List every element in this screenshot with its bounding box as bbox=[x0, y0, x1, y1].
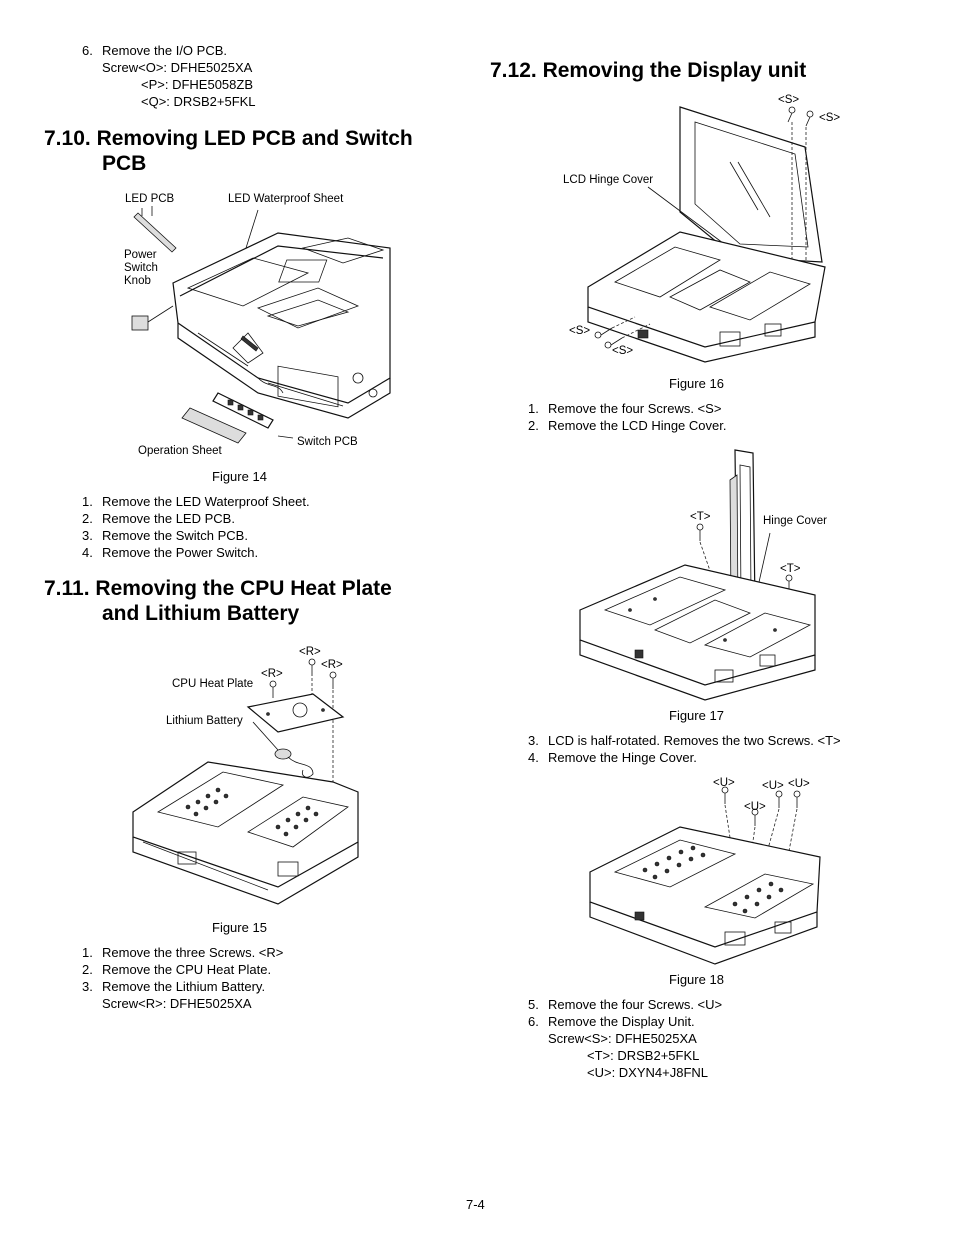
section-heading-7-10: 7.10. Removing LED PCB and Switch bbox=[44, 126, 413, 152]
figure-18-caption: Figure 18 bbox=[669, 972, 724, 987]
section-heading-7-10-line2: PCB bbox=[102, 151, 146, 177]
section-title: Removing the Display unit bbox=[542, 59, 807, 82]
label-power-switch-knob: Switch bbox=[124, 262, 158, 274]
label-screw-s: <S> bbox=[569, 325, 591, 337]
list-item: 1.Remove the four Screws. <S> bbox=[528, 401, 722, 416]
label-screw-r: <R> bbox=[321, 659, 343, 671]
label-lithium-battery: Lithium Battery bbox=[166, 715, 243, 727]
steps-7-11: 1.Remove the three Screws. <R> 2.Remove … bbox=[82, 944, 283, 995]
steps-fig-17: 3.LCD is half-rotated. Removes the two S… bbox=[528, 732, 841, 766]
list-item: 6.Remove the Display Unit. bbox=[528, 1014, 695, 1029]
steps-fig-16: 1.Remove the four Screws. <S> 2.Remove t… bbox=[528, 400, 726, 434]
label-screw-u: <U> bbox=[713, 777, 735, 789]
screw-line: <U>: DXYN4+J8FNL bbox=[587, 1065, 709, 1080]
figure-18-drawing bbox=[589, 786, 821, 965]
step-6-number: 6. bbox=[82, 43, 93, 58]
figure-14-drawing bbox=[131, 206, 391, 444]
label-switch-pcb: Switch PCB bbox=[297, 436, 358, 448]
label-screw-s: <S> bbox=[612, 345, 634, 357]
section-number: 7.12. bbox=[490, 59, 537, 82]
label-screw-r: <R> bbox=[261, 668, 283, 680]
screw-line: Screw<S>: DFHE5025XA bbox=[548, 1031, 697, 1046]
label-lcd-hinge-cover: LCD Hinge Cover bbox=[563, 174, 654, 186]
list-item: 3.Remove the Lithium Battery. bbox=[82, 979, 266, 994]
section-title-line1: Removing the CPU Heat Plate bbox=[95, 577, 392, 600]
figure-14: LED PCB LED Waterproof Sheet Power Switc… bbox=[118, 188, 398, 468]
section-heading-7-11: 7.11. Removing the CPU Heat Plate bbox=[44, 576, 392, 602]
figure-15: <R> <R> <R> CPU Heat Plate Lithium Batte… bbox=[128, 642, 368, 922]
figure-15-drawing bbox=[132, 658, 359, 905]
figure-16-caption: Figure 16 bbox=[669, 376, 724, 391]
figure-14-caption: Figure 14 bbox=[212, 469, 267, 484]
list-item: 1.Remove the LED Waterproof Sheet. bbox=[82, 494, 310, 509]
figure-15-caption: Figure 15 bbox=[212, 920, 267, 935]
label-power-switch-knob: Knob bbox=[124, 275, 151, 287]
screw-line: <P>: DFHE5058ZB bbox=[141, 77, 253, 92]
screw-line: Screw<R>: DFHE5025XA bbox=[102, 996, 252, 1011]
label-led-waterproof-sheet: LED Waterproof Sheet bbox=[228, 193, 344, 205]
figure-17-drawing bbox=[579, 449, 816, 701]
section-number: 7.10. bbox=[44, 127, 91, 150]
label-screw-u: <U> bbox=[788, 778, 810, 790]
label-hinge-cover: Hinge Cover bbox=[763, 515, 827, 527]
list-item: 4.Remove the Hinge Cover. bbox=[528, 750, 697, 765]
list-item: 2.Remove the LED PCB. bbox=[82, 511, 235, 526]
label-screw-t: <T> bbox=[690, 511, 711, 523]
steps-7-10: 1.Remove the LED Waterproof Sheet. 2.Rem… bbox=[82, 493, 310, 561]
figure-17: <T> Hinge Cover <T> bbox=[575, 445, 835, 705]
label-power-switch-knob: Power bbox=[124, 249, 157, 261]
section-title-line2: and Lithium Battery bbox=[102, 602, 300, 625]
list-item: 4.Remove the Power Switch. bbox=[82, 545, 259, 560]
figure-16: <S> <S> LCD Hinge Cover <S> <S> bbox=[560, 92, 850, 372]
label-screw-s: <S> bbox=[819, 112, 841, 124]
list-item: 3.LCD is half-rotated. Removes the two S… bbox=[528, 733, 841, 748]
figure-16-drawing bbox=[587, 106, 826, 363]
label-screw-s: <S> bbox=[778, 94, 800, 106]
label-screw-t: <T> bbox=[780, 563, 801, 575]
list-item: 3.Remove the Switch PCB. bbox=[82, 528, 248, 543]
figure-18: <U> <U> <U> <U> bbox=[585, 772, 825, 972]
section-heading-7-11-line2: and Lithium Battery bbox=[102, 601, 299, 627]
step-6-text: Remove the I/O PCB. bbox=[102, 43, 227, 58]
screw-line: Screw<O>: DFHE5025XA bbox=[102, 60, 253, 75]
label-screw-u: <U> bbox=[744, 801, 766, 813]
section-title-line1: Removing LED PCB and Switch bbox=[96, 127, 413, 150]
screw-line: <Q>: DRSB2+5FKL bbox=[141, 94, 256, 109]
label-cpu-heat-plate: CPU Heat Plate bbox=[172, 678, 254, 690]
label-operation-sheet: Operation Sheet bbox=[138, 445, 222, 457]
section-number: 7.11. bbox=[44, 577, 90, 600]
list-item: 5.Remove the four Screws. <U> bbox=[528, 997, 723, 1012]
list-item: 2.Remove the LCD Hinge Cover. bbox=[528, 418, 727, 433]
screw-line: <T>: DRSB2+5FKL bbox=[587, 1048, 700, 1063]
list-item: 1.Remove the three Screws. <R> bbox=[82, 945, 284, 960]
list-item: 2.Remove the CPU Heat Plate. bbox=[82, 962, 272, 977]
section-title-line2: PCB bbox=[102, 152, 147, 175]
label-screw-r: <R> bbox=[299, 646, 321, 658]
label-led-pcb: LED PCB bbox=[125, 193, 175, 205]
label-screw-u: <U> bbox=[762, 780, 784, 792]
page-number: 7-4 bbox=[466, 1197, 485, 1212]
section-heading-7-12: 7.12. Removing the Display unit bbox=[490, 58, 806, 84]
figure-17-caption: Figure 17 bbox=[669, 708, 724, 723]
steps-fig-18: 5.Remove the four Screws. <U> 6.Remove t… bbox=[528, 996, 722, 1030]
